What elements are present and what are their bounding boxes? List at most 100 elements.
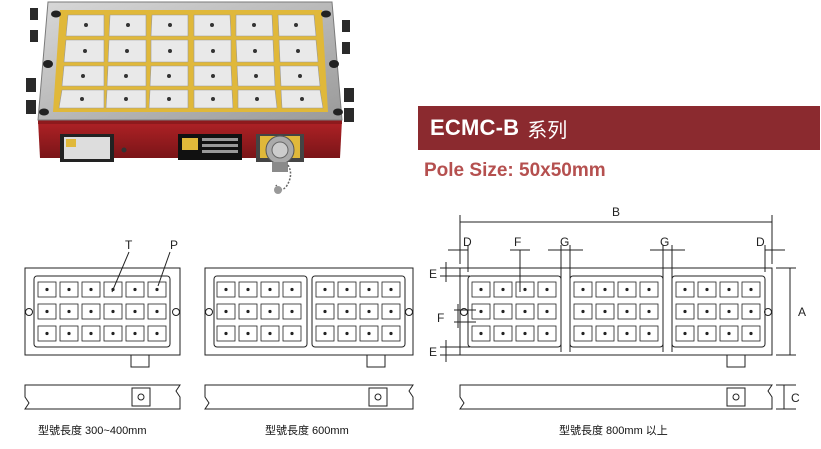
pole-hole: [647, 309, 651, 314]
drawing-600: [204, 267, 414, 410]
pole: [81, 281, 101, 298]
pole: [595, 303, 615, 320]
pole: [125, 303, 145, 320]
pole-hole: [367, 331, 371, 336]
pole: [37, 325, 57, 342]
pole: [381, 303, 401, 320]
pole: [493, 281, 513, 298]
pole-hole: [683, 331, 687, 336]
caption-800-plus: 型號長度 800mm 以上: [559, 425, 668, 437]
pole: [573, 325, 593, 342]
pole: [359, 281, 379, 298]
pole-hole: [290, 331, 294, 336]
pole: [315, 325, 335, 342]
label-e-top: E: [429, 267, 437, 281]
pole: [103, 325, 123, 342]
pole-hole: [290, 287, 294, 292]
pole-hole: [727, 287, 731, 292]
caption-600: 型號長度 600mm: [265, 425, 349, 437]
pole-hole: [603, 331, 607, 336]
pole: [719, 281, 739, 298]
pole: [719, 325, 739, 342]
pole-hole: [581, 309, 585, 314]
pole: [315, 303, 335, 320]
pole: [59, 281, 79, 298]
pole: [537, 281, 557, 298]
pole: [493, 325, 513, 342]
pole: [238, 281, 258, 298]
pole-hole: [545, 309, 549, 314]
pole: [337, 303, 357, 320]
pole-hole: [290, 309, 294, 314]
pole: [537, 325, 557, 342]
pole: [741, 325, 761, 342]
pole: [147, 281, 167, 298]
pole-hole: [246, 331, 250, 336]
pole-hole: [523, 331, 527, 336]
pole-hole: [705, 287, 709, 292]
pole-hole: [155, 287, 159, 292]
pole: [471, 281, 491, 298]
pole: [471, 325, 491, 342]
pole-hole: [683, 287, 687, 292]
pole: [697, 325, 717, 342]
pole-hole: [155, 309, 159, 314]
pole-hole: [625, 309, 629, 314]
pole: [359, 303, 379, 320]
pole: [741, 281, 761, 298]
pole: [639, 281, 659, 298]
pole: [537, 303, 557, 320]
pole: [573, 281, 593, 298]
pole-hole: [67, 287, 71, 292]
pole: [125, 281, 145, 298]
pole: [515, 281, 535, 298]
pole: [147, 303, 167, 320]
pole: [282, 303, 302, 320]
technical-drawings: T P B D D F G G E F E A C: [24, 205, 806, 410]
pole-size-heading: Pole Size: 50x50mm: [424, 160, 606, 181]
pole: [359, 325, 379, 342]
pole: [238, 303, 258, 320]
product-photo: [26, 1, 354, 194]
pole: [639, 325, 659, 342]
pole: [238, 325, 258, 342]
pole-hole: [367, 287, 371, 292]
label-t: T: [125, 238, 133, 252]
pole-hole: [224, 287, 228, 292]
label-g-left: G: [560, 235, 569, 249]
pole-hole: [523, 309, 527, 314]
pole: [697, 281, 717, 298]
pole-hole: [683, 309, 687, 314]
pole-hole: [155, 331, 159, 336]
pole-hole: [389, 287, 393, 292]
drawing-300-400: [24, 251, 181, 410]
series-banner: ECMC-B 系列: [418, 106, 820, 150]
pole-hole: [647, 287, 651, 292]
pole: [81, 325, 101, 342]
pole: [282, 325, 302, 342]
pole-hole: [603, 287, 607, 292]
pole: [719, 303, 739, 320]
pole: [216, 303, 236, 320]
pole: [315, 281, 335, 298]
pole: [216, 281, 236, 298]
label-d-right: D: [756, 235, 765, 249]
pole-hole: [389, 331, 393, 336]
pole: [515, 325, 535, 342]
pole-hole: [111, 287, 115, 292]
pole-hole: [603, 309, 607, 314]
pole-hole: [323, 309, 327, 314]
pole: [103, 281, 123, 298]
label-e-bottom: E: [429, 345, 437, 359]
pole: [617, 281, 637, 298]
series-word: 系列: [527, 119, 568, 142]
label-b: B: [612, 205, 620, 219]
pole-hole: [479, 287, 483, 292]
pole-hole: [523, 287, 527, 292]
pole: [381, 325, 401, 342]
pole: [515, 303, 535, 320]
pole-hole: [133, 287, 137, 292]
pole-hole: [367, 309, 371, 314]
pole: [147, 325, 167, 342]
pole: [381, 281, 401, 298]
